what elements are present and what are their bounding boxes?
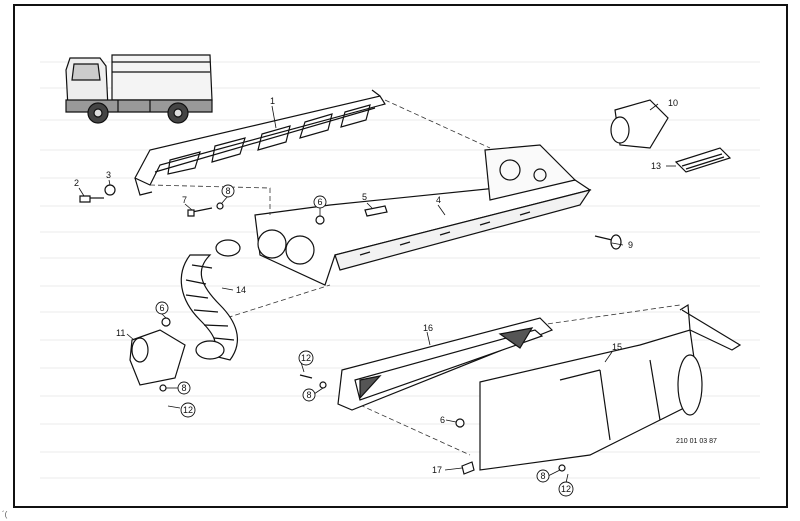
callout-9: 9 (628, 240, 633, 250)
callout-8-mid: 8 (306, 390, 311, 400)
part-5-pin (364, 205, 388, 217)
callout-17: 17 (432, 465, 442, 475)
callout-labels: 1 2 3 4 5 6 6 6 7 8 8 8 8 9 10 11 12 12 … (74, 96, 717, 497)
part-10-bracket (610, 99, 669, 149)
callout-7: 7 (182, 195, 187, 205)
part-13-grille (674, 147, 732, 173)
part-8-washer-3 (558, 464, 566, 472)
callout-1: 1 (270, 96, 275, 106)
callout-11: 11 (116, 328, 125, 338)
assembly-dash-lines (149, 99, 681, 456)
callout-13: 13 (651, 161, 661, 171)
corner-mark: ´( (2, 510, 8, 519)
part-14-flex-hose (180, 239, 241, 361)
part-6-nut (315, 215, 325, 225)
callout-8-left: 8 (181, 383, 186, 393)
part-6-nut-2 (161, 317, 171, 327)
part-15-duct (479, 303, 742, 471)
callout-5: 5 (362, 192, 367, 202)
callout-8-bottom: 8 (540, 471, 545, 481)
callout-4: 4 (436, 195, 441, 205)
part-17-clip (461, 461, 475, 475)
callout-16: 16 (423, 323, 433, 333)
callout-3: 3 (106, 170, 111, 180)
callout-6-left: 6 (159, 303, 164, 313)
reference-code: 210 01 03 87 (676, 438, 717, 445)
part-11-bracket (129, 329, 186, 386)
callout-15: 15 (612, 342, 622, 352)
part-6-nut-3 (455, 418, 465, 428)
callout-10: 10 (668, 98, 678, 108)
part-8-washer-4 (319, 381, 327, 389)
leader-lines (78, 103, 676, 484)
part-3-nut (104, 184, 116, 196)
truck-illustration (65, 54, 213, 124)
callout-6-bottom: 6 (440, 415, 445, 425)
part-16-gasket (337, 317, 554, 411)
callout-8-top: 8 (225, 186, 230, 196)
part-7-screw (187, 207, 213, 217)
part-2-bolt (79, 195, 104, 203)
part-4-frame-tray (254, 144, 592, 286)
callout-12-mid: 12 (301, 353, 311, 363)
callout-12-left: 12 (183, 405, 193, 415)
callout-14: 14 (236, 285, 246, 295)
part-8-washer (216, 202, 224, 210)
callout-6-top: 6 (317, 197, 322, 207)
callout-12-bottom: 12 (561, 484, 571, 494)
callout-2: 2 (74, 178, 79, 188)
part-8-washer-2 (159, 384, 167, 392)
part-9-bolt (594, 234, 622, 250)
part-12-screw (299, 374, 313, 379)
